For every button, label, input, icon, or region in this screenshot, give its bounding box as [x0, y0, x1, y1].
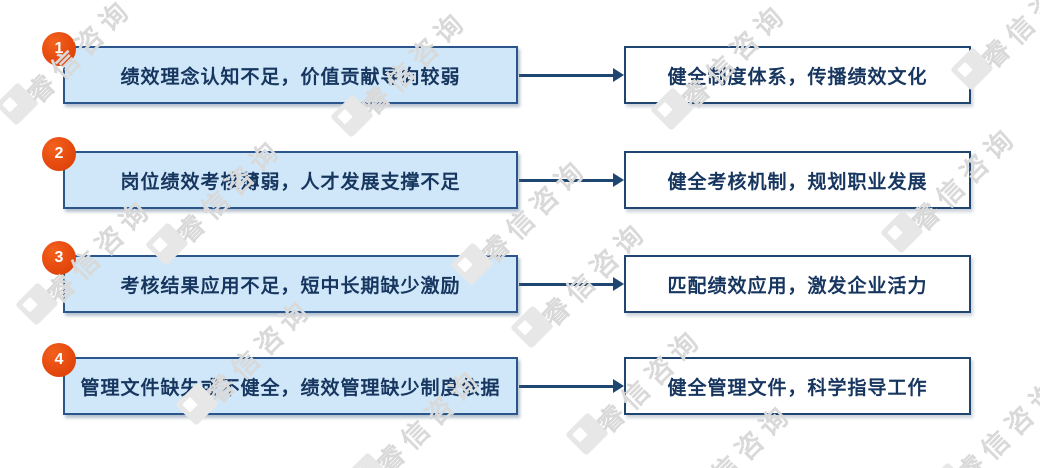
solution-box: 健全制度体系，传播绩效文化 [624, 46, 971, 104]
problem-text: 考核结果应用不足，短中长期缺少激励 [120, 275, 461, 297]
diagram-row-3: 3 考核结果应用不足，短中长期缺少激励 匹配绩效应用，激发企业活力 [0, 241, 1040, 313]
solution-text: 健全考核机制，规划职业发展 [667, 171, 928, 193]
problem-text: 管理文件缺失或不健全，绩效管理缺少制度依据 [80, 377, 501, 399]
watermark-logo-icon [880, 210, 924, 254]
problem-box: 管理文件缺失或不健全，绩效管理缺少制度依据 [63, 357, 518, 415]
arrow-right-icon [519, 379, 624, 393]
problem-text: 岗位绩效考核薄弱，人才发展支撑不足 [120, 171, 461, 193]
step-number-badge: 1 [42, 32, 76, 66]
arrow-right-icon [519, 173, 624, 187]
arrow-right-icon [519, 277, 624, 291]
arrow-head [613, 173, 624, 187]
watermark-logo-icon [925, 462, 969, 468]
solution-box: 健全管理文件，科学指导工作 [624, 357, 971, 415]
solution-text: 健全管理文件，科学指导工作 [667, 377, 928, 399]
problem-box: 绩效理念认知不足，价值贡献导向较弱 [63, 46, 518, 104]
arrow-head [613, 277, 624, 291]
arrow-head [613, 68, 624, 82]
diagram-row-1: 1 绩效理念认知不足，价值贡献导向较弱 健全制度体系，传播绩效文化 [0, 32, 1040, 104]
watermark-logo-icon [345, 452, 389, 468]
step-number-badge: 3 [42, 241, 76, 275]
step-number-badge: 2 [42, 137, 76, 171]
step-number-badge: 4 [42, 343, 76, 377]
watermark-logo-icon [565, 412, 609, 456]
problem-text: 绩效理念认知不足，价值贡献导向较弱 [120, 66, 461, 88]
arrow-line [519, 74, 615, 77]
diagram-row-2: 2 岗位绩效考核薄弱，人才发展支撑不足 健全考核机制，规划职业发展 [0, 137, 1040, 209]
solution-text: 健全制度体系，传播绩效文化 [667, 66, 928, 88]
solution-box: 健全考核机制，规划职业发展 [624, 151, 971, 209]
arrow-right-icon [519, 68, 624, 82]
solution-text: 匹配绩效应用，激发企业活力 [667, 275, 928, 297]
arrow-head [613, 379, 624, 393]
arrow-line [519, 385, 615, 388]
solution-box: 匹配绩效应用，激发企业活力 [624, 255, 971, 313]
arrow-line [519, 283, 615, 286]
problem-box: 考核结果应用不足，短中长期缺少激励 [63, 255, 518, 313]
diagram-row-4: 4 管理文件缺失或不健全，绩效管理缺少制度依据 健全管理文件，科学指导工作 [0, 343, 1040, 415]
problem-box: 岗位绩效考核薄弱，人才发展支撑不足 [63, 151, 518, 209]
arrow-line [519, 179, 615, 182]
